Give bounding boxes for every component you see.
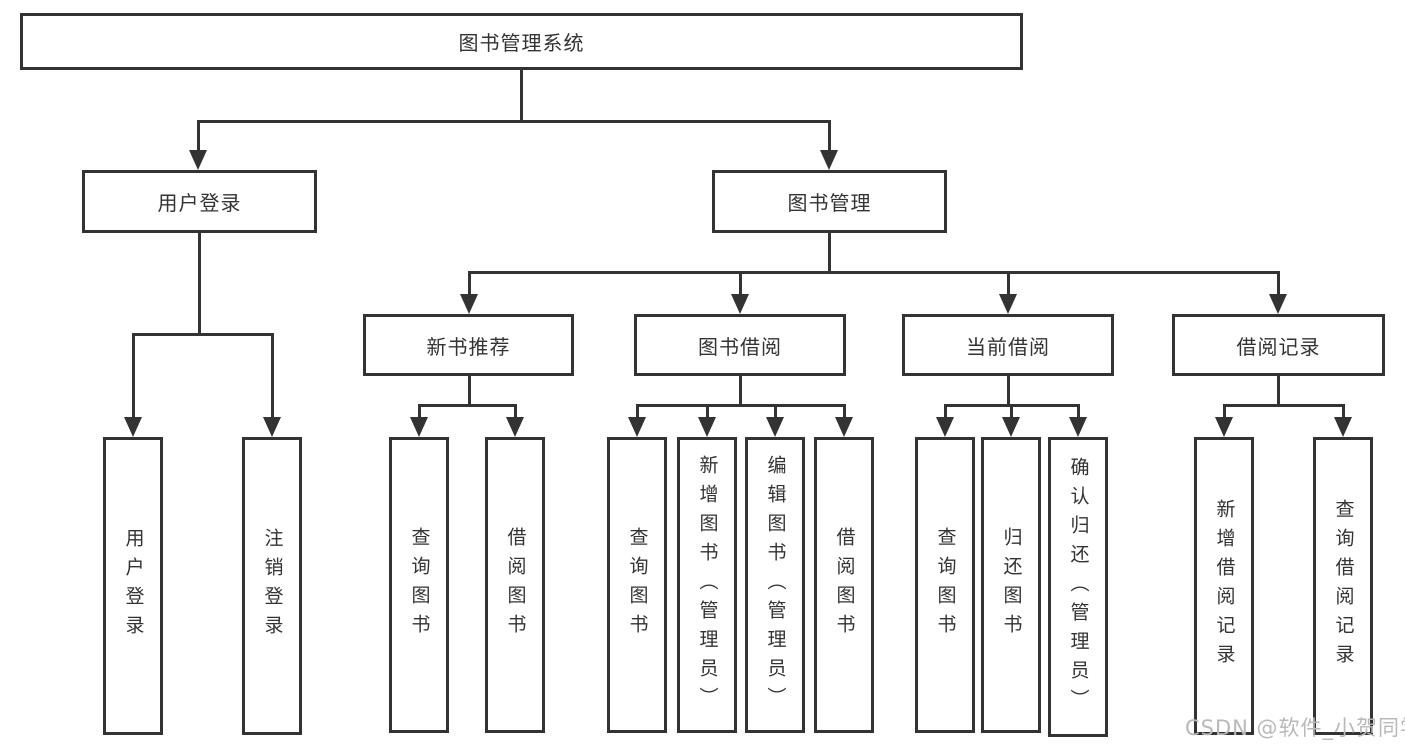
- connector-line: [636, 404, 846, 407]
- leaf-borrow-books-2-label: 借阅图书: [833, 527, 856, 643]
- node-root-system: 图书管理系统: [20, 13, 1023, 70]
- leaf-query-borrow-record-label: 查询借阅记录: [1332, 499, 1355, 673]
- arrow-down-icon: [506, 417, 524, 437]
- connector-line: [1007, 271, 1010, 297]
- node-root-label: 图书管理系统: [458, 31, 585, 55]
- connector-line: [706, 404, 709, 420]
- connector-line: [1007, 376, 1010, 407]
- node-user-login: 用户登录: [82, 170, 317, 233]
- connector-line: [197, 120, 831, 123]
- arrow-down-icon: [698, 417, 716, 437]
- arrow-down-icon: [936, 417, 954, 437]
- leaf-edit-book-admin: 编辑图书（管理员）: [745, 437, 805, 733]
- arrow-down-icon: [820, 150, 838, 170]
- connector-line: [468, 376, 471, 407]
- leaf-query-books-2: 查询图书: [607, 437, 667, 733]
- arrow-down-icon: [263, 417, 281, 437]
- connector-line: [271, 333, 274, 418]
- leaf-user-login-label: 用户登录: [122, 528, 145, 644]
- connector-line: [739, 376, 742, 407]
- connector-line: [514, 404, 517, 420]
- arrow-down-icon: [835, 417, 853, 437]
- leaf-query-books-3: 查询图书: [915, 437, 975, 733]
- arrow-down-icon: [1002, 417, 1020, 437]
- arrow-down-icon: [410, 417, 428, 437]
- node-borrow-records: 借阅记录: [1172, 314, 1385, 376]
- connector-line: [418, 404, 517, 407]
- connector-line: [1342, 404, 1345, 420]
- connector-line: [468, 271, 471, 297]
- leaf-add-book-admin-label: 新增图书（管理员）: [696, 454, 719, 716]
- leaf-confirm-return-admin-label: 确认归还（管理员）: [1067, 456, 1090, 718]
- leaf-logout: 注销登录: [242, 437, 302, 735]
- connector-line: [739, 271, 742, 297]
- connector-line: [1277, 376, 1280, 407]
- leaf-add-book-admin: 新增图书（管理员）: [677, 437, 737, 733]
- leaf-borrow-books-2: 借阅图书: [814, 437, 874, 733]
- node-book-borrow-label: 图书借阅: [698, 334, 782, 359]
- leaf-query-books-3-label: 查询图书: [934, 527, 957, 643]
- arrow-down-icon: [1215, 417, 1233, 437]
- connector-line: [132, 333, 274, 336]
- connector-line: [1077, 404, 1080, 420]
- connector-line: [828, 233, 831, 274]
- arrow-down-icon: [628, 417, 646, 437]
- connector-line: [418, 404, 421, 420]
- leaf-query-books-1-label: 查询图书: [408, 527, 431, 643]
- arrow-down-icon: [731, 294, 749, 314]
- connector-line: [636, 404, 639, 420]
- arrow-down-icon: [124, 417, 142, 437]
- connector-line: [1010, 404, 1013, 420]
- arrow-down-icon: [1269, 294, 1287, 314]
- arrow-down-icon: [189, 150, 207, 170]
- node-new-book-recommend: 新书推荐: [363, 314, 574, 376]
- arrow-down-icon: [1069, 417, 1087, 437]
- connector-line: [774, 404, 777, 420]
- connector-line: [198, 233, 201, 336]
- leaf-return-book-label: 归还图书: [1000, 527, 1023, 643]
- node-user-login-label: 用户登录: [157, 191, 242, 215]
- connector-line: [1277, 271, 1280, 297]
- node-new-book-recommend-label: 新书推荐: [426, 334, 511, 359]
- node-borrow-records-label: 借阅记录: [1236, 334, 1321, 359]
- connector-line: [132, 333, 135, 418]
- node-current-borrow: 当前借阅: [902, 314, 1114, 376]
- leaf-user-login: 用户登录: [103, 437, 163, 735]
- connector-line: [1223, 404, 1345, 407]
- connector-line: [468, 271, 1280, 274]
- leaf-add-borrow-record: 新增借阅记录: [1194, 437, 1254, 735]
- arrow-down-icon: [999, 294, 1017, 314]
- node-current-borrow-label: 当前借阅: [966, 334, 1050, 359]
- arrow-down-icon: [1334, 417, 1352, 437]
- node-book-borrow: 图书借阅: [634, 314, 846, 376]
- connector-line: [828, 120, 831, 152]
- leaf-confirm-return-admin: 确认归还（管理员）: [1048, 437, 1108, 737]
- connector-line: [944, 404, 947, 420]
- node-book-management-label: 图书管理: [787, 191, 872, 215]
- leaf-borrow-books-1: 借阅图书: [485, 437, 545, 733]
- connector-line: [197, 120, 200, 152]
- leaf-return-book: 归还图书: [981, 437, 1041, 733]
- leaf-logout-label: 注销登录: [261, 528, 284, 644]
- leaf-query-books-2-label: 查询图书: [626, 527, 649, 643]
- leaf-add-borrow-record-label: 新增借阅记录: [1213, 499, 1236, 673]
- connector-line: [1223, 404, 1226, 420]
- watermark: CSDN @软件_小贺同学: [1185, 716, 1405, 740]
- leaf-borrow-books-1-label: 借阅图书: [504, 527, 527, 643]
- connector-line: [843, 404, 846, 420]
- node-book-management: 图书管理: [712, 170, 947, 233]
- arrow-down-icon: [766, 417, 784, 437]
- leaf-query-books-1: 查询图书: [389, 437, 449, 733]
- connector-line: [520, 70, 523, 123]
- leaf-query-borrow-record: 查询借阅记录: [1313, 437, 1373, 735]
- leaf-edit-book-admin-label: 编辑图书（管理员）: [764, 454, 787, 716]
- arrow-down-icon: [460, 294, 478, 314]
